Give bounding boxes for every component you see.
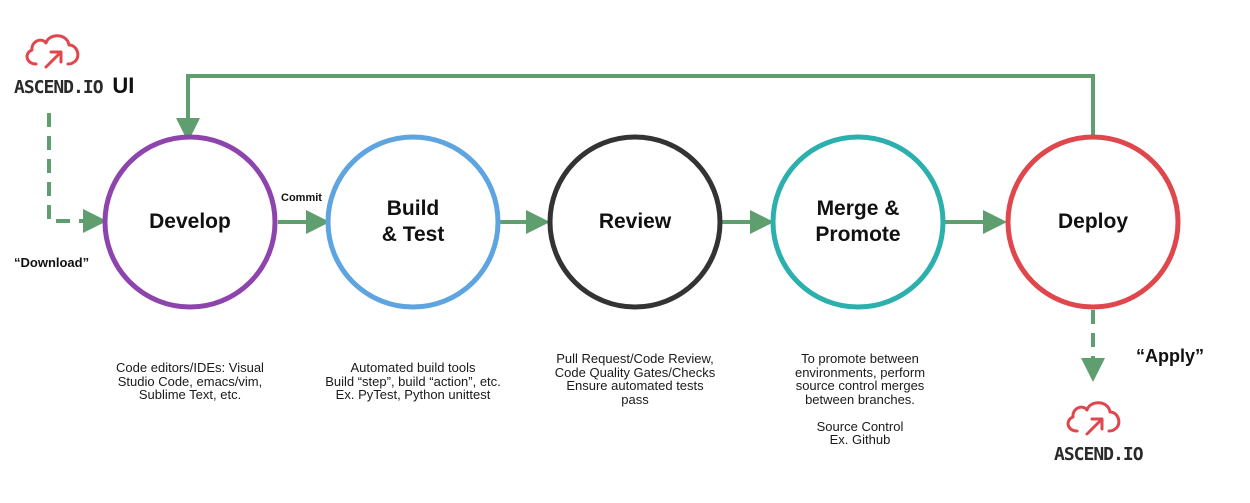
merge-description: To promote between environments, perform… <box>794 351 926 447</box>
review-circle <box>547 134 723 310</box>
develop-circle <box>102 134 278 310</box>
cloud-upload-icon <box>1066 401 1121 436</box>
ascend-brand-text: ASCEND.IO <box>1054 444 1144 465</box>
commit-label: Commit <box>281 192 322 204</box>
merge-circle <box>770 134 946 310</box>
build-circle <box>325 134 501 310</box>
deploy-circle <box>1005 134 1181 310</box>
cloud-upload-icon <box>25 34 80 69</box>
review-title: Review <box>598 210 672 233</box>
ascend-brand-text: ASCEND.IO <box>14 77 104 98</box>
apply-label: “Apply” <box>1136 346 1205 366</box>
ui-suffix-text: UI <box>112 73 135 98</box>
develop-description: Code editors/IDEs: Visual Studio Code, e… <box>116 360 264 402</box>
download-arrow <box>47 113 107 233</box>
download-label: “Download” <box>14 255 90 270</box>
feedback-loop-arrow <box>176 74 1095 142</box>
ascend-logo-bottom: ASCEND.IO <box>1054 444 1144 465</box>
build-title: Build & Test <box>381 197 445 246</box>
develop-title: Develop <box>149 210 231 233</box>
ascend-logo-top: ASCEND.IO UI <box>14 73 134 99</box>
merge-title: Merge & Promote <box>815 197 901 246</box>
review-description: Pull Request/Code Review, Code Quality G… <box>554 351 716 407</box>
deploy-title: Deploy <box>1057 210 1128 233</box>
build-description: Automated build tools Build “step”, buil… <box>325 360 501 402</box>
